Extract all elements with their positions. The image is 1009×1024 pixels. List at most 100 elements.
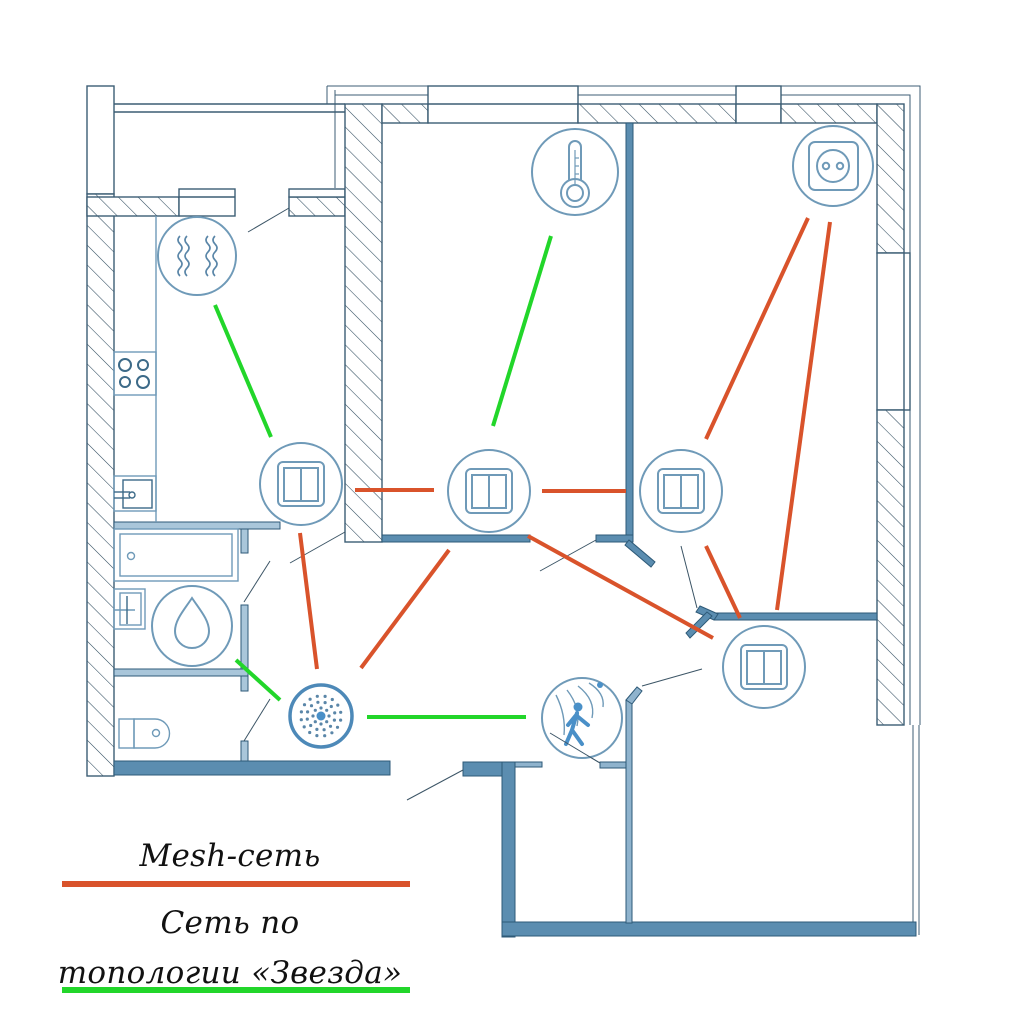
device-switch-kitchen[interactable]	[259, 442, 343, 526]
thermometer-icon	[560, 140, 590, 208]
device-thermometer[interactable]	[531, 128, 619, 216]
hub-dot	[329, 704, 333, 709]
link-mesh-socket-switch-hall	[775, 221, 832, 611]
link-star-thermometer-switch-living	[491, 235, 553, 427]
wall-bottom	[501, 921, 917, 937]
hub-dot	[308, 730, 312, 735]
window-right	[876, 252, 911, 411]
hub-dot	[339, 718, 343, 722]
wall-bath-top	[113, 521, 281, 530]
kitchen-sink	[113, 475, 157, 512]
wall-entry-left	[501, 761, 516, 938]
interior-walls	[113, 122, 917, 938]
link-mesh-switch-living-switch-hall	[527, 534, 714, 640]
door-line	[247, 207, 290, 233]
wall-top-middle	[577, 103, 737, 124]
door-line	[243, 560, 271, 603]
hub-dot	[339, 710, 343, 714]
hub-dot	[306, 710, 310, 714]
device-hub[interactable]	[288, 683, 354, 749]
device-leak-sensor[interactable]	[151, 585, 233, 667]
door-line	[289, 531, 346, 564]
wall-bottom-left	[113, 760, 391, 776]
motion-sensor-icon	[549, 682, 604, 764]
light-switch-icon	[740, 644, 788, 690]
link-star-heater-switch-kitchen	[213, 304, 273, 438]
light-switch-icon	[657, 468, 705, 514]
toilet-tank	[118, 718, 135, 749]
wall-top-right	[780, 103, 878, 124]
hub-dot	[332, 718, 336, 722]
bath-sink	[113, 588, 146, 630]
wall-kitchen-top-right-sill	[288, 188, 346, 198]
device-switch-living[interactable]	[447, 449, 531, 533]
burner	[136, 375, 150, 389]
link-mesh-socket-switch-bedroom	[704, 217, 810, 440]
hub-icon	[299, 694, 343, 738]
light-switch-icon	[465, 468, 513, 514]
toilet-drain	[151, 728, 161, 738]
hub-dot	[315, 727, 319, 732]
hub-dot	[330, 697, 334, 702]
hub-dot	[315, 694, 319, 698]
wall-kitchen-living	[344, 103, 383, 543]
hub-dot	[302, 703, 307, 707]
hub-dot	[323, 701, 327, 705]
link-mesh-switch-kitchen-hub	[298, 532, 319, 670]
hub-dot	[319, 706, 323, 710]
wall-right-bottom	[876, 409, 905, 726]
legend-star-line	[62, 987, 410, 993]
legend-mesh-line	[62, 881, 410, 887]
wall-bath-divider	[240, 528, 249, 554]
faucet-head	[128, 491, 136, 499]
device-switch-hall[interactable]	[722, 625, 806, 709]
wall-hall-divider-angle	[625, 686, 643, 705]
hub-dot	[327, 714, 331, 718]
wall-right-top	[876, 103, 905, 254]
link-mesh-switch-bedroom-switch-hall	[704, 545, 742, 619]
devices	[151, 125, 874, 764]
burner	[119, 376, 131, 388]
hub-dot	[323, 734, 327, 738]
kitchen-sink-basin	[122, 479, 153, 509]
hub-dot	[315, 734, 319, 738]
hub-dot	[311, 714, 315, 718]
hub-dot	[309, 704, 314, 708]
light-switch-icon	[277, 461, 325, 507]
hub-dot	[335, 725, 340, 729]
legend-mesh-label: Mesh-сеть	[139, 838, 321, 874]
wall-kitchen-top	[86, 196, 180, 217]
balcony-left-pillar	[86, 85, 115, 195]
wall-bedroom-angle	[624, 539, 656, 568]
device-circle	[792, 125, 874, 207]
device-socket[interactable]	[792, 125, 874, 207]
hub-dot	[322, 728, 326, 732]
hub-dot	[305, 717, 309, 721]
network-links	[213, 217, 832, 719]
device-switch-bedroom[interactable]	[639, 449, 723, 533]
hub-dot	[323, 694, 327, 699]
wall-hall-divider	[625, 699, 633, 924]
bath-sink-inner	[119, 592, 142, 626]
heating-icon	[177, 235, 218, 277]
toilet-bowl	[133, 718, 171, 749]
hub-center-dot	[316, 711, 326, 721]
power-socket-icon	[808, 141, 859, 191]
wall-living-bedroom	[625, 122, 634, 539]
wall-toilet-stub	[240, 740, 249, 762]
hub-dot	[325, 708, 329, 712]
device-heater[interactable]	[157, 216, 237, 296]
hub-dot	[313, 720, 317, 724]
legend-star-label-line2: топологии «Звезда»	[57, 955, 403, 991]
wall-toilet-top	[113, 668, 249, 677]
hub-dot	[333, 711, 337, 715]
stove	[113, 351, 157, 396]
wall-bedroom-stub	[595, 534, 634, 543]
wall-entry-ledge	[514, 761, 543, 768]
hub-dot	[319, 722, 323, 726]
kitchen-fixtures	[113, 216, 239, 749]
device-motion-sensor[interactable]	[541, 677, 623, 764]
burner	[137, 359, 149, 371]
device-circle	[157, 216, 237, 296]
